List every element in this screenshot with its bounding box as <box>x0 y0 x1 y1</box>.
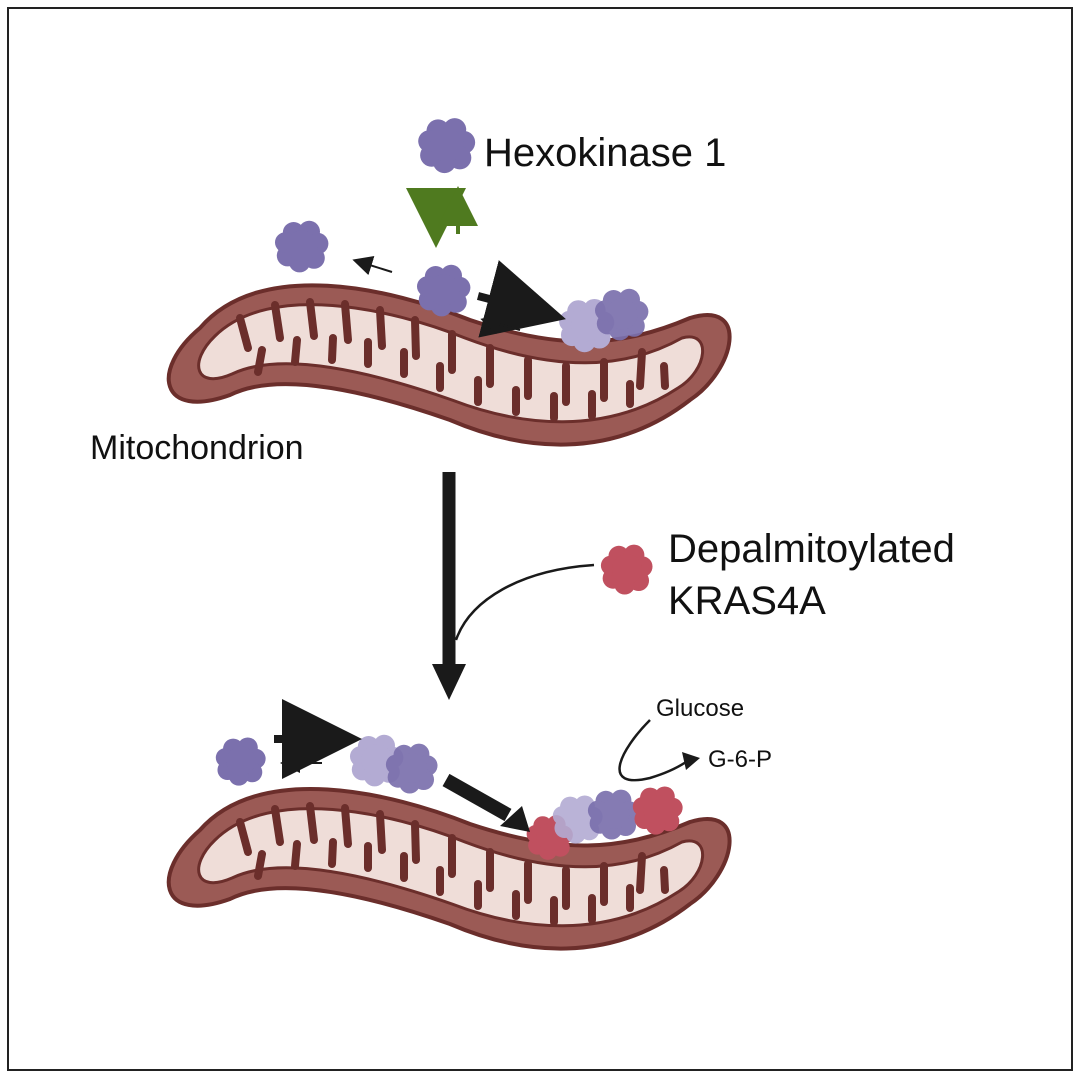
kras-right-protein <box>632 786 683 835</box>
hexokinase-free-protein <box>275 220 329 273</box>
dimerize-arrow-forward <box>476 260 566 338</box>
bottom-complex-arrow-head <box>500 806 530 832</box>
glucose-label: Glucose <box>656 695 744 722</box>
hexokinase-dimer-dark-protein <box>595 288 649 341</box>
main-arrow-head <box>432 664 466 700</box>
kras-input-curve <box>454 563 595 641</box>
bottom-complex-arrow-shaft <box>442 773 512 822</box>
dimerize-arrow-reverse <box>480 314 521 334</box>
g6p-label: G-6-P <box>708 746 772 773</box>
hexokinase-legend-icon <box>418 118 476 174</box>
g6p-arrow-head <box>682 752 700 770</box>
glucose-curve <box>618 719 687 782</box>
mitochondrion-label: Mitochondrion <box>90 429 304 467</box>
figure-frame <box>7 7 1073 1071</box>
release-arrow-left <box>352 256 393 276</box>
hexokinase-label: Hexokinase 1 <box>484 131 726 175</box>
mitochondrion-bottom <box>166 786 732 951</box>
hexokinase-monomer-bottom <box>215 737 266 786</box>
kras-legend-icon <box>600 544 653 595</box>
kras-label-line1: Depalmitoylated <box>668 527 955 571</box>
hexokinase-complex-dark <box>587 789 640 840</box>
kras-label-line2: KRAS4A <box>668 579 826 623</box>
mitochondrion-top <box>166 283 732 447</box>
hexokinase-bound-protein <box>417 264 471 317</box>
